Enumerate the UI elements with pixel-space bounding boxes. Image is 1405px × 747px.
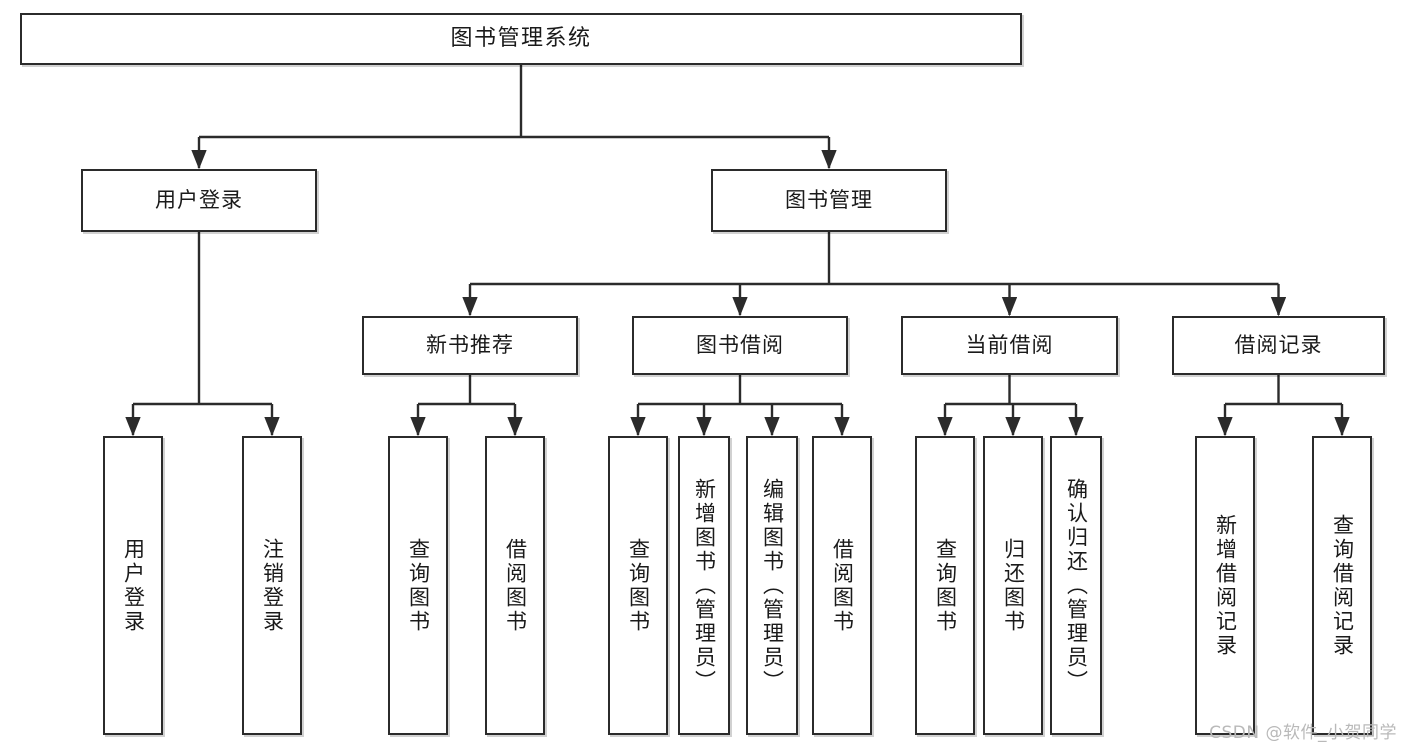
node-leaf-borrow-book-rec-label: 借阅图书 bbox=[503, 537, 528, 634]
connector-bus-root bbox=[199, 65, 829, 139]
node-book-management[interactable]: 图书管理 bbox=[711, 169, 947, 232]
node-book-borrow[interactable]: 图书借阅 bbox=[632, 316, 848, 375]
node-leaf-query-borrow-record[interactable]: 查询借阅记录 bbox=[1312, 436, 1372, 735]
connector-bus-book-borrow bbox=[638, 375, 842, 406]
node-leaf-borrow-book[interactable]: 借阅图书 bbox=[812, 436, 872, 735]
connector-bus-borrow-record bbox=[1225, 375, 1342, 406]
node-borrow-record[interactable]: 借阅记录 bbox=[1172, 316, 1385, 375]
node-leaf-logout-label: 注销登录 bbox=[260, 537, 285, 634]
node-leaf-query-borrow-record-label: 查询借阅记录 bbox=[1330, 513, 1355, 658]
node-leaf-return-book[interactable]: 归还图书 bbox=[983, 436, 1043, 735]
connector-bus-user-login bbox=[133, 232, 272, 406]
node-current-borrow[interactable]: 当前借阅 bbox=[901, 316, 1118, 375]
node-borrow-record-label: 借阅记录 bbox=[1234, 333, 1323, 358]
node-leaf-edit-book-admin-label: 编辑图书（管理员） bbox=[760, 477, 785, 694]
node-leaf-query-book-borrow[interactable]: 查询图书 bbox=[608, 436, 668, 735]
node-leaf-user-login-label: 用户登录 bbox=[121, 537, 146, 634]
node-leaf-confirm-return-admin[interactable]: 确认归还（管理员） bbox=[1050, 436, 1102, 735]
connector-bus-new-book-recommend bbox=[418, 375, 515, 406]
node-new-book-recommend[interactable]: 新书推荐 bbox=[362, 316, 578, 375]
node-leaf-add-borrow-record[interactable]: 新增借阅记录 bbox=[1195, 436, 1255, 735]
node-leaf-add-book-admin-label: 新增图书（管理员） bbox=[692, 477, 717, 694]
connector-bus-book-management bbox=[470, 232, 1279, 286]
node-leaf-query-book-rec[interactable]: 查询图书 bbox=[388, 436, 448, 735]
node-leaf-query-book-current-label: 查询图书 bbox=[933, 537, 958, 634]
node-new-book-recommend-label: 新书推荐 bbox=[426, 333, 514, 358]
node-leaf-user-login[interactable]: 用户登录 bbox=[103, 436, 163, 735]
node-leaf-query-book-rec-label: 查询图书 bbox=[406, 537, 431, 634]
node-leaf-edit-book-admin[interactable]: 编辑图书（管理员） bbox=[746, 436, 798, 735]
node-user-login-label: 用户登录 bbox=[155, 188, 243, 213]
node-user-login[interactable]: 用户登录 bbox=[81, 169, 317, 232]
node-leaf-logout[interactable]: 注销登录 bbox=[242, 436, 302, 735]
node-root-label: 图书管理系统 bbox=[450, 26, 592, 52]
node-leaf-add-book-admin[interactable]: 新增图书（管理员） bbox=[678, 436, 730, 735]
node-leaf-query-book-borrow-label: 查询图书 bbox=[626, 537, 651, 634]
node-leaf-borrow-book-rec[interactable]: 借阅图书 bbox=[485, 436, 545, 735]
node-leaf-borrow-book-label: 借阅图书 bbox=[830, 537, 855, 634]
node-book-management-label: 图书管理 bbox=[785, 188, 873, 213]
node-leaf-query-book-current[interactable]: 查询图书 bbox=[915, 436, 975, 735]
node-leaf-add-borrow-record-label: 新增借阅记录 bbox=[1213, 513, 1238, 658]
node-leaf-return-book-label: 归还图书 bbox=[1001, 537, 1026, 634]
node-leaf-confirm-return-admin-label: 确认归还（管理员） bbox=[1064, 477, 1089, 694]
node-book-borrow-label: 图书借阅 bbox=[696, 333, 784, 358]
connector-bus-current-borrow bbox=[945, 375, 1076, 406]
node-root[interactable]: 图书管理系统 bbox=[20, 13, 1022, 65]
node-current-borrow-label: 当前借阅 bbox=[965, 333, 1054, 358]
